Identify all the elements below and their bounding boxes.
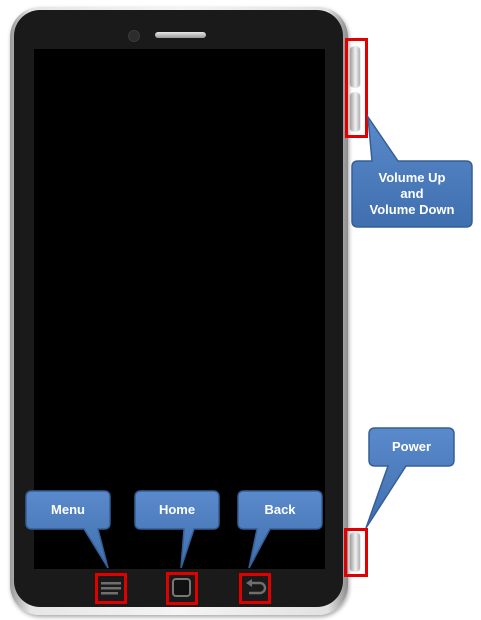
power-button[interactable] (350, 533, 360, 571)
volume-up-button[interactable] (350, 47, 360, 87)
home-callout-label: Home (158, 502, 196, 517)
back-callout-bubble (237, 490, 323, 569)
phone-screen (34, 49, 325, 569)
power-highlight-box (344, 528, 368, 577)
home-highlight-box (166, 572, 198, 605)
volume-label-line3: Volume Down (369, 202, 455, 217)
volume-highlight-box (345, 38, 368, 138)
volume-callout-bubble (351, 114, 473, 228)
menu-highlight-box (95, 573, 127, 604)
menu-callout-bubble (25, 490, 111, 569)
volume-label-line2: and (400, 186, 424, 201)
home-callout-bubble (134, 490, 220, 569)
home-square-icon[interactable] (172, 578, 191, 597)
earpiece-speaker (155, 32, 206, 38)
menu-callout-label: Menu (51, 502, 85, 517)
menu-lines-icon[interactable] (100, 580, 122, 596)
volume-callout-label: Volume Up and Volume Down (352, 161, 472, 227)
back-arrow-icon[interactable] (244, 578, 268, 598)
volume-label-line1: Volume Up (378, 170, 446, 185)
power-callout-label: Power (391, 439, 431, 454)
power-callout-bubble (365, 427, 455, 529)
back-callout-label: Back (264, 502, 296, 517)
volume-down-button[interactable] (350, 93, 360, 131)
front-camera-icon (128, 30, 140, 42)
back-highlight-box (239, 573, 271, 604)
